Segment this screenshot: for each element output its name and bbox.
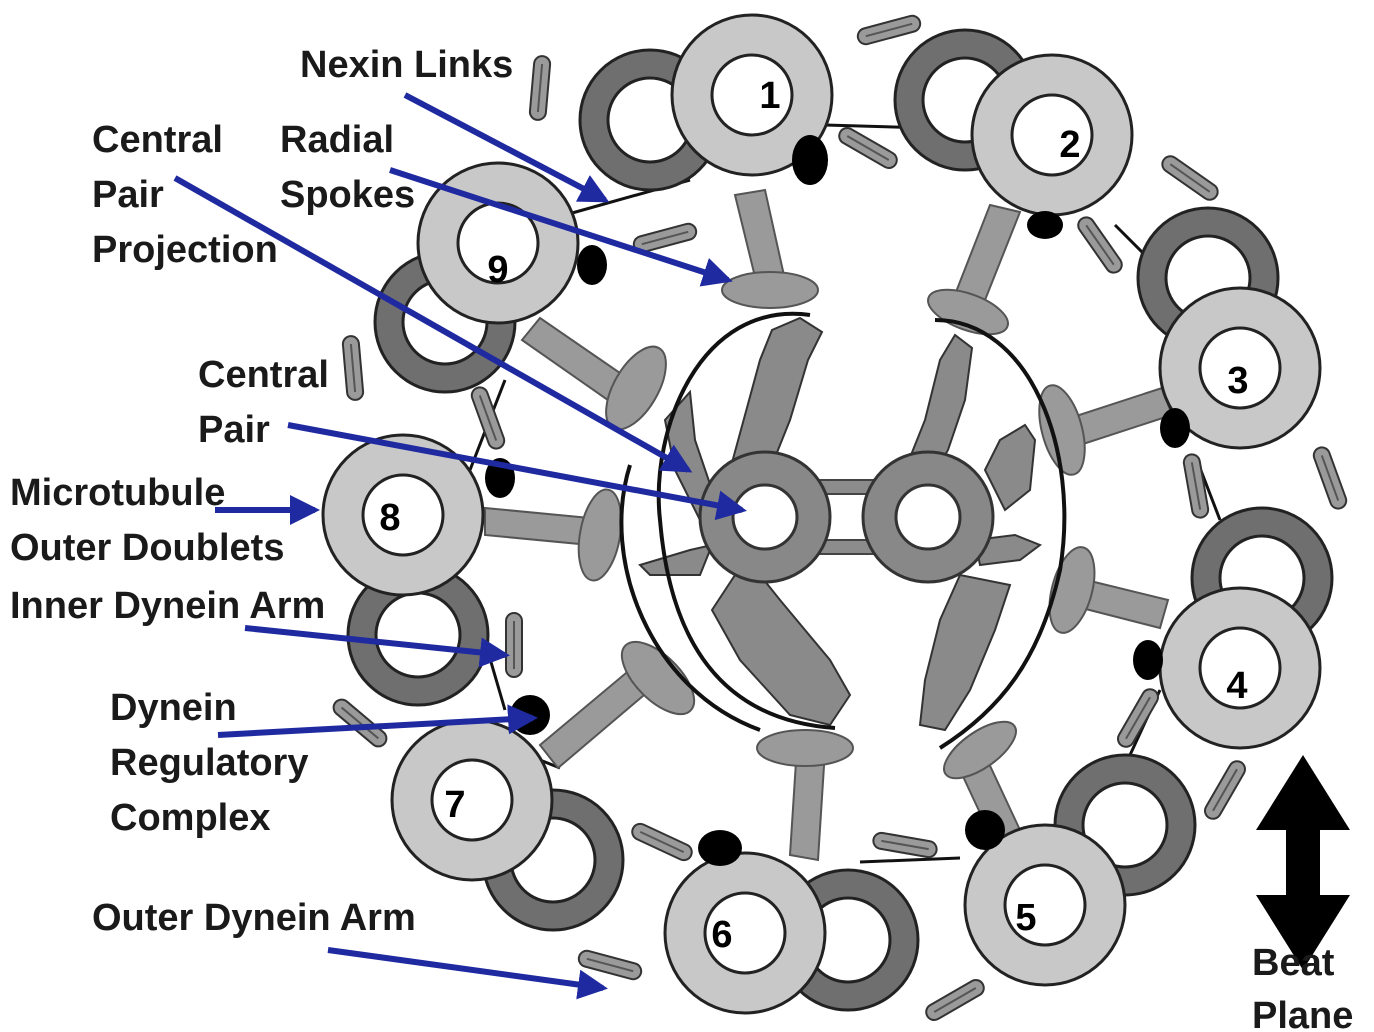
drc-2 [1027, 211, 1063, 239]
outer-doublet-7: 7 [392, 720, 623, 930]
drc-1 [792, 135, 828, 185]
label-radial-spokes-line2: Spokes [280, 174, 415, 216]
doublet-number-6: 6 [711, 914, 732, 956]
arrow-outer-dynein-arm [328, 950, 603, 988]
dynein-arm-3 [1159, 153, 1221, 203]
doublet-number-9: 9 [487, 249, 508, 291]
dynein-arm-7 [1202, 758, 1248, 821]
label-microtubule-outer-doublets-line2: Outer Doublets [10, 527, 284, 569]
label-dynein-regulatory-complex-line2: Regulatory [110, 742, 308, 784]
doublet-number-1: 1 [759, 75, 780, 117]
a-tubule-lumen [363, 475, 443, 555]
doublet-number-8: 8 [379, 497, 400, 539]
dynein-arm-5 [1312, 445, 1349, 511]
doublet-number-5: 5 [1015, 897, 1036, 939]
dynein-arm-12 [577, 949, 643, 981]
central-pair [700, 452, 993, 582]
label-microtubule-outer-doublets-line1: Microtubule [10, 472, 225, 514]
label-nexin-links: Nexin Links [300, 44, 513, 86]
outer-doublet-6: 6 [665, 853, 918, 1013]
dynein-arm-17 [529, 55, 551, 120]
outer-doublet-4: 4 [1160, 508, 1332, 748]
projection-left-bottom [712, 575, 850, 725]
label-dynein-regulatory-complex-line1: Dynein [110, 687, 237, 729]
radial-spoke-8 [485, 508, 590, 545]
projection-left-lower [640, 545, 712, 575]
central-microtubule-right-lumen [896, 485, 960, 549]
dynein-arm-14 [506, 613, 522, 677]
dynein-arm-4 [1075, 214, 1125, 276]
drc-7 [510, 695, 550, 735]
radial-spoke-1 [735, 190, 785, 285]
dynein-arm-13 [330, 696, 389, 749]
spoke-head-1 [722, 272, 818, 308]
dynein-arm-2 [836, 125, 899, 171]
label-beat-plane-line2: Plane [1252, 995, 1353, 1032]
label-radial-spokes-line1: Radial [280, 119, 394, 161]
dynein-arm-1 [856, 14, 922, 46]
doublet-number-3: 3 [1227, 360, 1248, 402]
label-central-pair-projection-line3: Projection [92, 229, 278, 271]
drc-3 [1160, 408, 1190, 448]
label-dynein-regulatory-complex-line3: Complex [110, 797, 270, 839]
label-outer-dynein-arm: Outer Dynein Arm [92, 897, 416, 939]
projection-right-mid [985, 425, 1035, 510]
label-central-pair-line1: Central [198, 354, 329, 396]
radial-spoke-2 [956, 205, 1020, 300]
beat-plane-arrow [1256, 755, 1350, 970]
dynein-arm-9 [923, 977, 986, 1023]
b-tubule-lumen [376, 593, 460, 677]
drc-5 [965, 810, 1005, 850]
drc-4 [1133, 640, 1163, 680]
drc-6 [698, 830, 742, 866]
radial-spoke-3 [1070, 388, 1172, 445]
dynein-arm-15 [342, 335, 364, 400]
outer-doublet-8: 8 [323, 435, 488, 705]
label-central-pair-line2: Pair [198, 409, 270, 451]
dynein-arm-10 [872, 832, 938, 859]
label-inner-dynein-arm: Inner Dynein Arm [10, 585, 325, 627]
drc-9 [577, 245, 607, 285]
projection-right-bottom [920, 575, 1010, 730]
doublet-number-4: 4 [1226, 665, 1247, 707]
label-central-pair-projection-line2: Pair [92, 174, 164, 216]
dynein-arm-11 [630, 821, 695, 863]
central-microtubule-left-lumen [733, 485, 797, 549]
spoke-head-6 [757, 730, 853, 766]
label-central-pair-projection-line1: Central [92, 119, 223, 161]
doublet-number-2: 2 [1059, 124, 1080, 166]
spoke-head-8 [572, 486, 627, 584]
dynein-arm-16 [470, 385, 507, 451]
outer-doublet-2: 2 [895, 30, 1132, 215]
label-beat-plane-line1: Beat [1252, 942, 1335, 984]
doublet-number-7: 7 [444, 784, 465, 826]
spoke-head-4 [1041, 542, 1102, 637]
